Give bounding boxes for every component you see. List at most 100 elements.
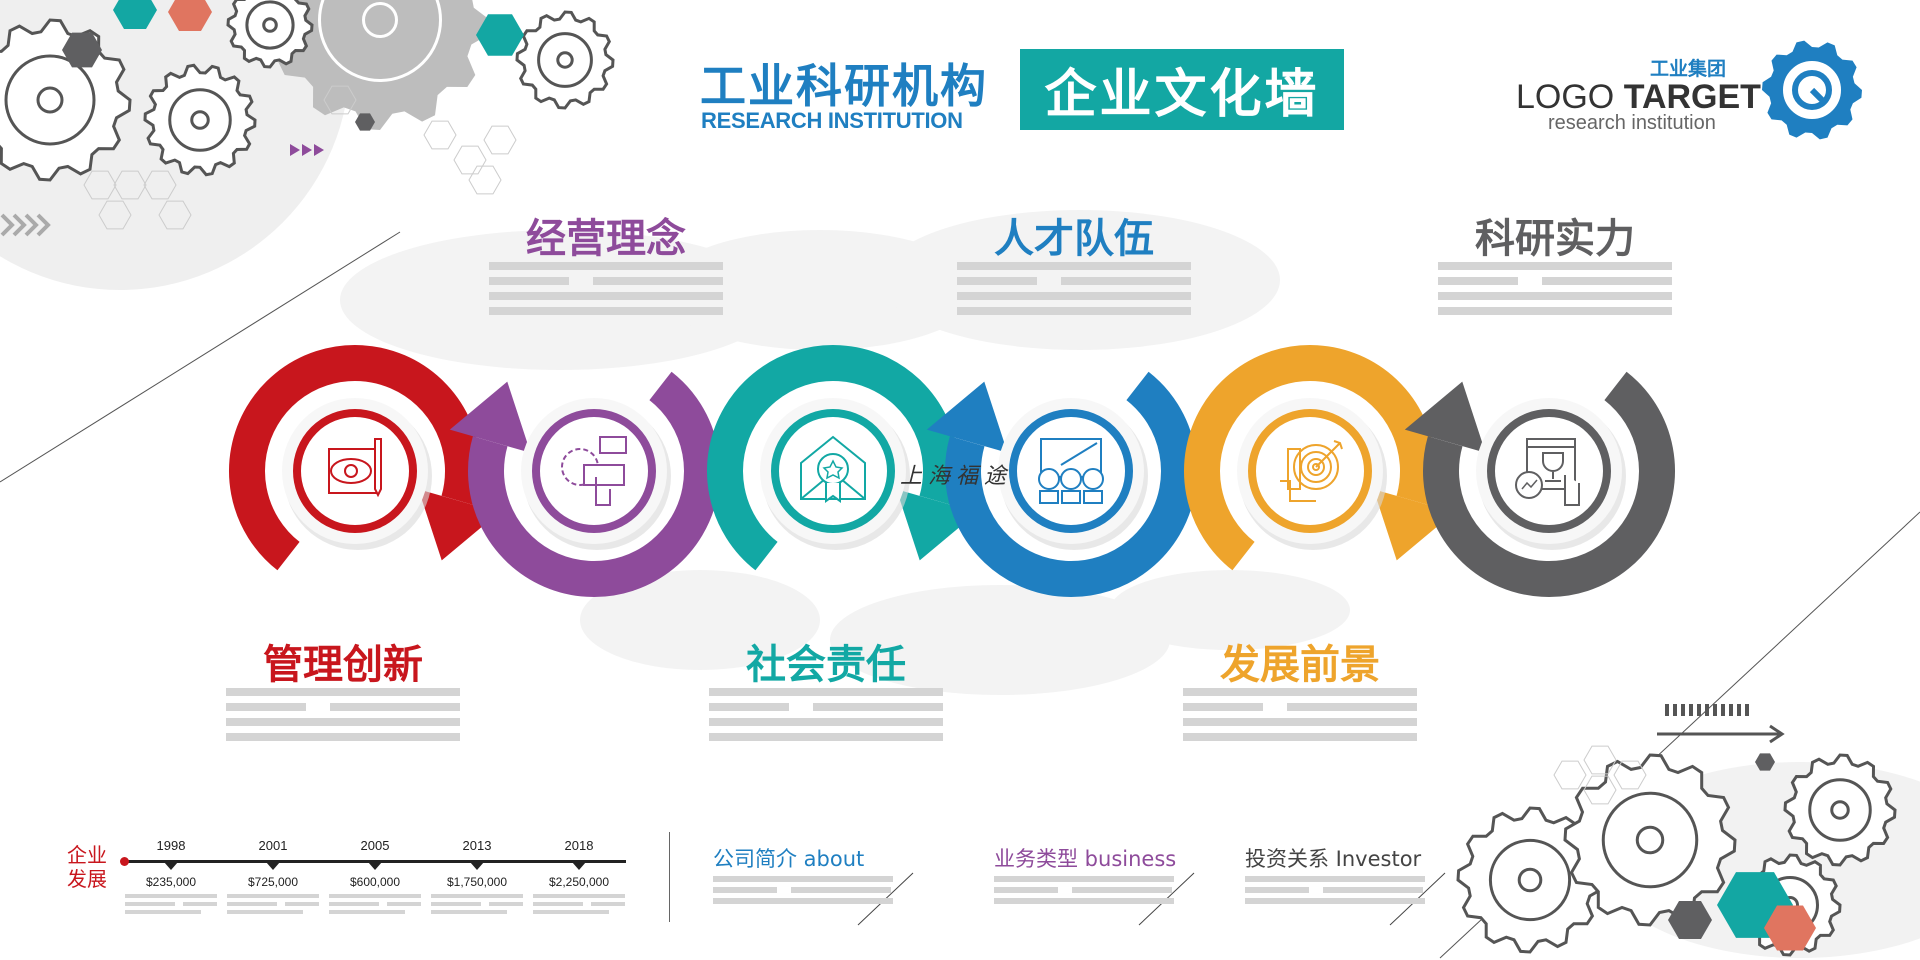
process-step-3 [707, 345, 978, 571]
step-title: 社会责任 [746, 642, 906, 688]
dash-mark [1737, 704, 1741, 716]
section-text-placeholder [713, 876, 893, 904]
step-title: 人才队伍 [994, 216, 1154, 262]
triple-arrow-icon [290, 144, 324, 156]
timeline-amount: $600,000 [349, 875, 401, 889]
timeline-start-dot [120, 857, 129, 866]
step-description-placeholder [709, 688, 943, 748]
step-description-placeholder [957, 262, 1191, 322]
gear-icon [226, 0, 314, 69]
cycle-arc [1423, 371, 1675, 597]
hexagon-outline [98, 200, 132, 230]
timeline-label-line1: 企业 [67, 843, 107, 867]
logo-target-ring [1792, 70, 1832, 110]
gear-icon [1783, 753, 1897, 867]
cycle-arc [468, 371, 720, 597]
gear-icon [1456, 806, 1604, 954]
gear-icon [143, 63, 257, 177]
hexagon-outline [423, 120, 457, 150]
gear-icon [515, 10, 615, 110]
timeline-label-line2: 发展 [67, 867, 107, 891]
logo-name-bold: TARGET [1623, 78, 1761, 116]
arrowhead-icon [926, 381, 1008, 453]
hexagon-shape [1668, 900, 1712, 940]
timeline-marker-icon [164, 862, 178, 870]
map-shape [830, 585, 1170, 695]
hexagon-outline [1583, 745, 1617, 775]
step-title: 经营理念 [526, 216, 686, 262]
hexagon-outline [1583, 775, 1617, 805]
step-title: 发展前景 [1220, 642, 1380, 688]
section-heading[interactable]: 业务类型 business [994, 847, 1177, 871]
hexagon-shape [113, 0, 157, 30]
step-description-placeholder [489, 262, 723, 322]
hexagon-outline [1553, 760, 1587, 790]
timeline-year: 2005 [360, 838, 390, 853]
step-description-placeholder [1183, 688, 1417, 748]
timeline-marker-icon [572, 862, 586, 870]
diagonal-line [0, 231, 401, 483]
dash-mark [1681, 704, 1685, 716]
dash-mark [1745, 704, 1749, 716]
dash-mark [1697, 704, 1701, 716]
logo-name-light: LOGO [1516, 78, 1624, 116]
timeline-amount: $235,000 [145, 875, 197, 889]
dash-mark [1673, 704, 1677, 716]
step-description-placeholder [226, 688, 460, 748]
hexagon-outline [1613, 760, 1647, 790]
inner-ring [293, 409, 417, 533]
timeline-text-placeholder [125, 894, 217, 914]
process-step-5 [1184, 345, 1455, 571]
header-banner: 企业文化墙 [1020, 49, 1344, 130]
process-step-4 [926, 371, 1197, 597]
hexagon-shape [476, 14, 524, 56]
timeline-marker-icon [368, 862, 382, 870]
arrowhead-icon [449, 381, 531, 453]
cycle-arc [945, 371, 1197, 597]
team-presentation-icon [1038, 438, 1104, 504]
dash-mark [1665, 704, 1669, 716]
hexagon-outline [83, 170, 117, 200]
header-title-cn: 工业科研机构 [700, 59, 988, 113]
timeline-text-placeholder [227, 894, 319, 914]
section-text-placeholder [994, 876, 1174, 904]
map-shape [1110, 570, 1350, 650]
section-heading[interactable]: 投资关系 Investor [1245, 847, 1422, 871]
header-title-en: RESEARCH INSTITUTION [701, 108, 963, 133]
timeline-year: 2001 [258, 838, 288, 853]
timeline-text-placeholder [431, 894, 523, 914]
timeline-amount: $1,750,000 [446, 875, 508, 889]
hexagon-outline [158, 200, 192, 230]
award-envelope-icon [800, 435, 866, 503]
hexagon-outline [323, 85, 357, 115]
section-divider [669, 832, 670, 922]
process-step-2 [449, 371, 720, 597]
watermark: 上海福途 [900, 464, 1013, 489]
section-text-placeholder [1245, 876, 1425, 904]
logo-target-arrow [1809, 87, 1829, 107]
hexagon-shape [62, 32, 102, 68]
timeline-axis [124, 860, 626, 863]
timeline-amount: $2,250,000 [548, 875, 610, 889]
hexagon-outline [483, 125, 517, 155]
chevrons-icon [0, 213, 51, 237]
section-heading[interactable]: 公司简介 about [713, 847, 865, 871]
timeline-year: 2018 [564, 838, 594, 853]
dash-mark [1689, 704, 1693, 716]
timeline-year: 1998 [156, 838, 186, 853]
dash-mark [1713, 704, 1717, 716]
dash-mark [1729, 704, 1733, 716]
process-step-6 [1404, 371, 1675, 597]
process-step-1 [229, 345, 500, 571]
logo-group-name: 工业集团 [1650, 58, 1727, 80]
timeline-text-placeholder [329, 894, 421, 914]
step-description-placeholder [1438, 262, 1672, 322]
timeline-marker-icon [470, 862, 484, 870]
dash-mark [1721, 704, 1725, 716]
timeline-marker-icon [266, 862, 280, 870]
arrowhead-icon [1404, 381, 1486, 453]
hexagon-outline [113, 170, 147, 200]
timeline-amount: $725,000 [247, 875, 299, 889]
gear-keyboard-hand-icon [561, 436, 627, 506]
